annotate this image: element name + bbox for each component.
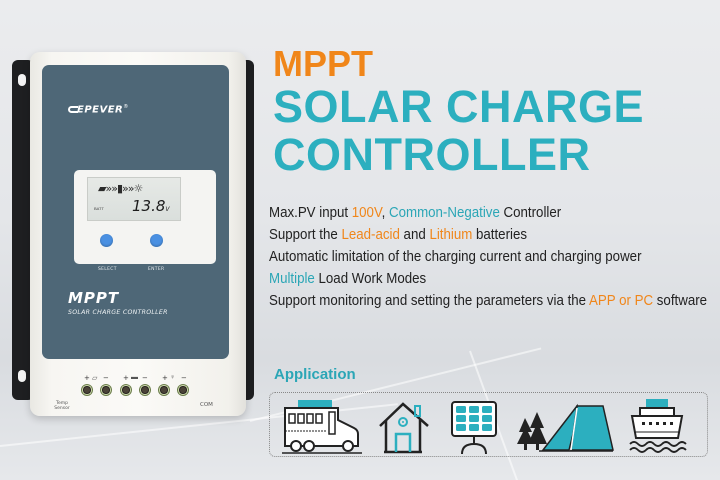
device-title: MPPT — [68, 289, 120, 307]
solar-panel-icon: ▰ — [98, 182, 107, 195]
house-icon — [379, 402, 429, 454]
load-bulb-terminal-icon: ♀ — [170, 374, 176, 381]
feature-item: Support the Lead-acid and Lithium batter… — [269, 224, 688, 246]
brand-name: EPEVER — [77, 104, 124, 116]
pv-positive-terminal — [81, 384, 93, 396]
feature-text: and — [399, 227, 430, 243]
lcd-screen: ▰»»▮»»☼ BATT 13.8V — [87, 177, 181, 221]
voltage-unit: V — [165, 206, 170, 213]
feature-text: Max.PV input — [269, 205, 352, 221]
feature-item: Automatic limitation of the charging cur… — [269, 246, 688, 268]
pv-plus-sign: + — [84, 374, 90, 382]
mounting-hole — [18, 74, 26, 86]
pv-panel-icon: ▱ — [92, 375, 98, 382]
select-label: SELECT — [98, 267, 117, 272]
lcd-voltage-reading: 13.8V — [132, 197, 170, 215]
mounting-bracket-left — [12, 60, 34, 400]
registered-mark: ® — [123, 104, 129, 110]
feature-text: Controller — [499, 205, 562, 221]
headline-controller: CONTROLLER — [273, 129, 591, 180]
solar-panel-icon — [451, 401, 497, 455]
load-negative-terminal — [177, 384, 189, 396]
headline-solar-charge: SOLAR CHARGE — [273, 81, 645, 132]
battery-negative-terminal — [139, 384, 151, 396]
feature-highlight: Lithium — [429, 227, 473, 243]
feature-item: Support monitoring and setting the param… — [269, 290, 707, 312]
battery-plus-sign: + — [123, 374, 129, 382]
battery-positive-terminal — [120, 384, 132, 396]
feature-highlight: Multiple — [269, 271, 315, 287]
application-title: Application — [274, 366, 356, 383]
enter-button[interactable] — [150, 234, 163, 247]
feature-list: Max.PV input 100V, Common-Negative Contr… — [269, 202, 719, 312]
mounting-hole — [18, 370, 26, 382]
feature-highlight: 100V — [351, 205, 382, 221]
feature-item: Max.PV input 100V, Common-Negative Contr… — [269, 202, 688, 224]
battery-icon: ▮ — [116, 182, 123, 195]
rv-bus-icon — [282, 400, 362, 454]
feature-text: Support the — [269, 227, 342, 243]
application-icons-box — [269, 392, 708, 457]
feature-text: Load Work Modes — [314, 271, 427, 287]
load-minus-sign: − — [181, 374, 187, 382]
device-subtitle: SOLAR CHARGE CONTROLLER — [68, 309, 168, 316]
feature-text: , — [381, 205, 389, 221]
lcd-status-icons: ▰»»▮»»☼ — [98, 182, 143, 195]
feature-highlight: Lead-acid — [341, 227, 400, 243]
flow-arrows-icon: »» — [105, 182, 118, 195]
pv-minus-sign: − — [103, 374, 109, 382]
pv-negative-terminal — [100, 384, 112, 396]
lcd-batt-label: BATT — [94, 206, 104, 211]
battery-minus-sign: − — [142, 374, 148, 382]
feature-highlight: APP or PC — [589, 293, 654, 309]
camping-tent-icon — [517, 403, 614, 452]
flow-arrows-icon: »» — [122, 182, 135, 195]
battery-terminal-icon: ▬ — [131, 374, 138, 381]
brand-swoosh-icon — [68, 106, 78, 114]
load-positive-terminal — [158, 384, 170, 396]
headline-mppt: MPPT — [273, 43, 374, 84]
feature-text: software — [653, 293, 708, 309]
feature-item: Multiple Load Work Modes — [269, 268, 688, 290]
voltage-value: 13.8 — [132, 197, 166, 215]
temp-sensor-label: Temp Sensor — [54, 401, 70, 411]
feature-text: Support monitoring and setting the param… — [269, 293, 590, 309]
ship-icon — [629, 399, 687, 453]
brand-logo: EPEVER® — [68, 104, 129, 115]
feature-highlight: Common-Negative — [388, 205, 500, 221]
load-plus-sign: + — [162, 374, 168, 382]
select-button[interactable] — [100, 234, 113, 247]
com-port-label: COM — [200, 402, 213, 408]
feature-text: Automatic limitation of the charging cur… — [269, 249, 642, 265]
load-bulb-icon: ☼ — [133, 182, 143, 195]
feature-text: batteries — [472, 227, 528, 243]
enter-label: ENTER — [148, 267, 165, 272]
